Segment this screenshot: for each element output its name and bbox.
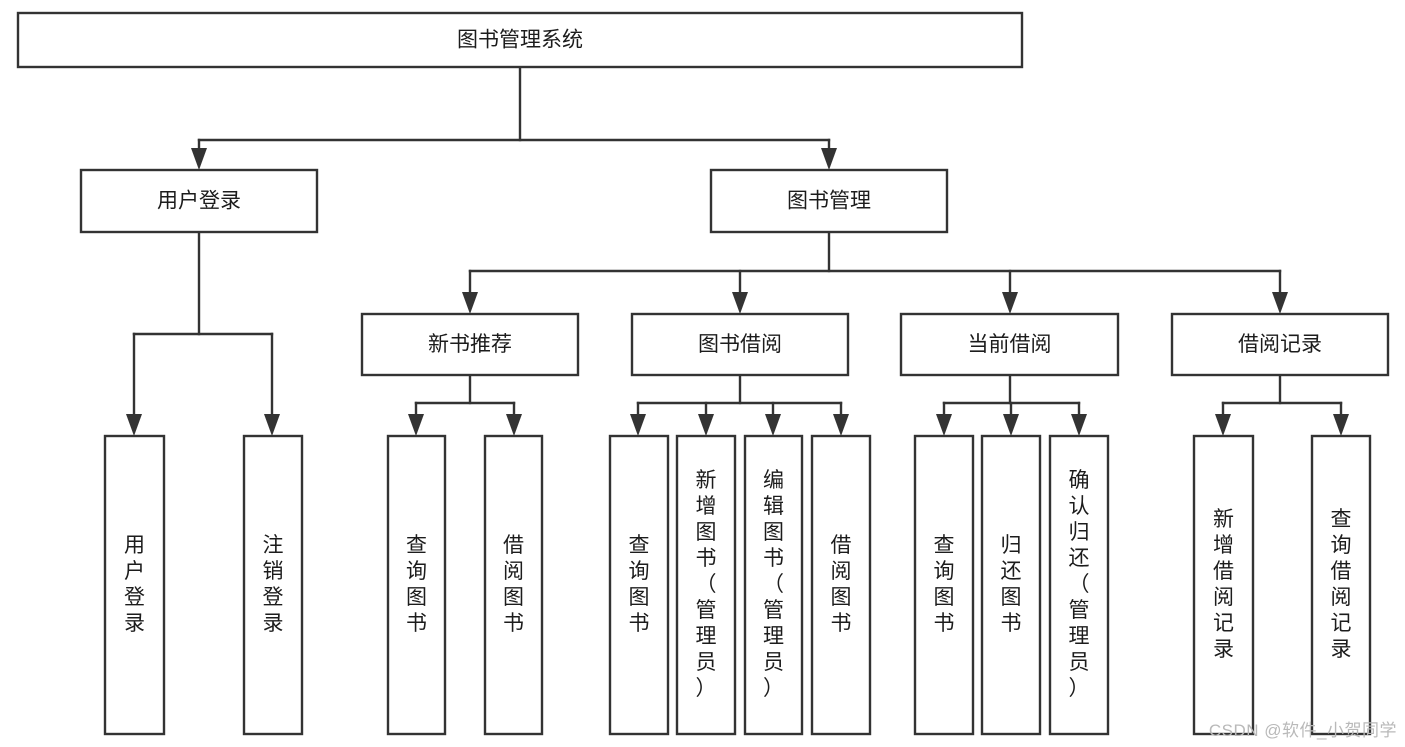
node-label: 用户登录 — [124, 534, 145, 635]
edge-layer — [126, 65, 1349, 436]
node-label: 借阅记录 — [1238, 333, 1322, 356]
node-label: 归还图书 — [1001, 534, 1022, 635]
node-leaf-11[interactable]: 新增借阅记录 — [1192, 434, 1255, 736]
node-leaf-5[interactable]: 新增图书（管理员） — [675, 434, 737, 736]
node-label: 图书管理系统 — [457, 29, 583, 52]
arrow-bb-leaf-2 — [698, 401, 714, 436]
arrow-bb-leaf-1 — [630, 401, 646, 436]
node-label: 借阅图书 — [831, 534, 852, 635]
node-label: 用户登录 — [157, 190, 241, 213]
arrow-to-new-book — [462, 269, 478, 314]
arrow-br-leaf-2 — [1333, 401, 1349, 436]
connector-book-mgmt-bus — [468, 230, 1282, 273]
connector-record-bus — [1221, 373, 1343, 405]
arrow-to-book-borrow — [732, 269, 748, 314]
arrow-bb-leaf-4 — [833, 401, 849, 436]
node-leaf-10[interactable]: 确认归还（管理员） — [1048, 434, 1110, 736]
connector-borrow-bus — [636, 373, 843, 405]
node-leaf-0[interactable]: 用户登录 — [103, 434, 166, 736]
node-label: 图书借阅 — [698, 333, 782, 356]
node-leaf-1[interactable]: 注销登录 — [242, 434, 304, 736]
arrow-cb-leaf-2 — [1003, 401, 1019, 436]
connector-new-book-bus — [414, 373, 516, 405]
arrow-to-login-leaf — [126, 332, 142, 436]
arrow-bb-leaf-3 — [765, 401, 781, 436]
node-label: 确认归还（管理员） — [1069, 469, 1090, 700]
node-label: 当前借阅 — [968, 333, 1052, 356]
arrow-to-logout-leaf — [264, 332, 280, 436]
connector-root-bus — [197, 65, 831, 142]
node-leaf-6[interactable]: 编辑图书（管理员） — [743, 434, 804, 736]
node-layer: 图书管理系统用户登录图书管理新书推荐图书借阅当前借阅借阅记录用户登录注销登录查询… — [16, 11, 1390, 736]
node-label: 查询图书 — [406, 534, 427, 635]
connector-current-bus — [942, 373, 1081, 405]
node-level3-0[interactable]: 新书推荐 — [360, 312, 580, 377]
node-label: 新增借阅记录 — [1213, 508, 1234, 661]
arrow-to-user-login — [191, 138, 207, 170]
node-leaf-9[interactable]: 归还图书 — [980, 434, 1042, 736]
node-label: 借阅图书 — [503, 534, 524, 635]
arrow-to-book-mgmt — [821, 138, 837, 170]
node-label: 编辑图书（管理员） — [763, 469, 784, 700]
node-leaf-2[interactable]: 查询图书 — [386, 434, 447, 736]
node-label: 注销登录 — [263, 534, 284, 635]
node-level3-1[interactable]: 图书借阅 — [630, 312, 850, 377]
node-label: 查询借阅记录 — [1331, 508, 1352, 661]
node-leaf-7[interactable]: 借阅图书 — [810, 434, 872, 736]
node-leaf-4[interactable]: 查询图书 — [608, 434, 670, 736]
node-level2-0[interactable]: 用户登录 — [79, 168, 319, 234]
node-leaf-3[interactable]: 借阅图书 — [483, 434, 544, 736]
node-label: 新书推荐 — [428, 333, 512, 356]
arrow-cb-leaf-1 — [936, 401, 952, 436]
connector-login-bus — [132, 230, 274, 336]
arrow-nb-leaf-2 — [506, 401, 522, 436]
node-leaf-8[interactable]: 查询图书 — [913, 434, 975, 736]
node-label: 图书管理 — [787, 190, 871, 213]
arrow-nb-leaf-1 — [408, 401, 424, 436]
node-level3-3[interactable]: 借阅记录 — [1170, 312, 1390, 377]
node-level2-1[interactable]: 图书管理 — [709, 168, 949, 234]
node-root-system[interactable]: 图书管理系统 — [16, 11, 1024, 69]
node-label: 新增图书（管理员） — [696, 469, 717, 700]
arrow-to-borrow-record — [1272, 269, 1288, 314]
arrow-cb-leaf-3 — [1071, 401, 1087, 436]
node-label: 查询图书 — [934, 534, 955, 635]
node-leaf-12[interactable]: 查询借阅记录 — [1310, 434, 1372, 736]
arrow-to-current-borrow — [1002, 269, 1018, 314]
node-level3-2[interactable]: 当前借阅 — [899, 312, 1120, 377]
arrow-br-leaf-1 — [1215, 401, 1231, 436]
node-label: 查询图书 — [629, 534, 650, 635]
